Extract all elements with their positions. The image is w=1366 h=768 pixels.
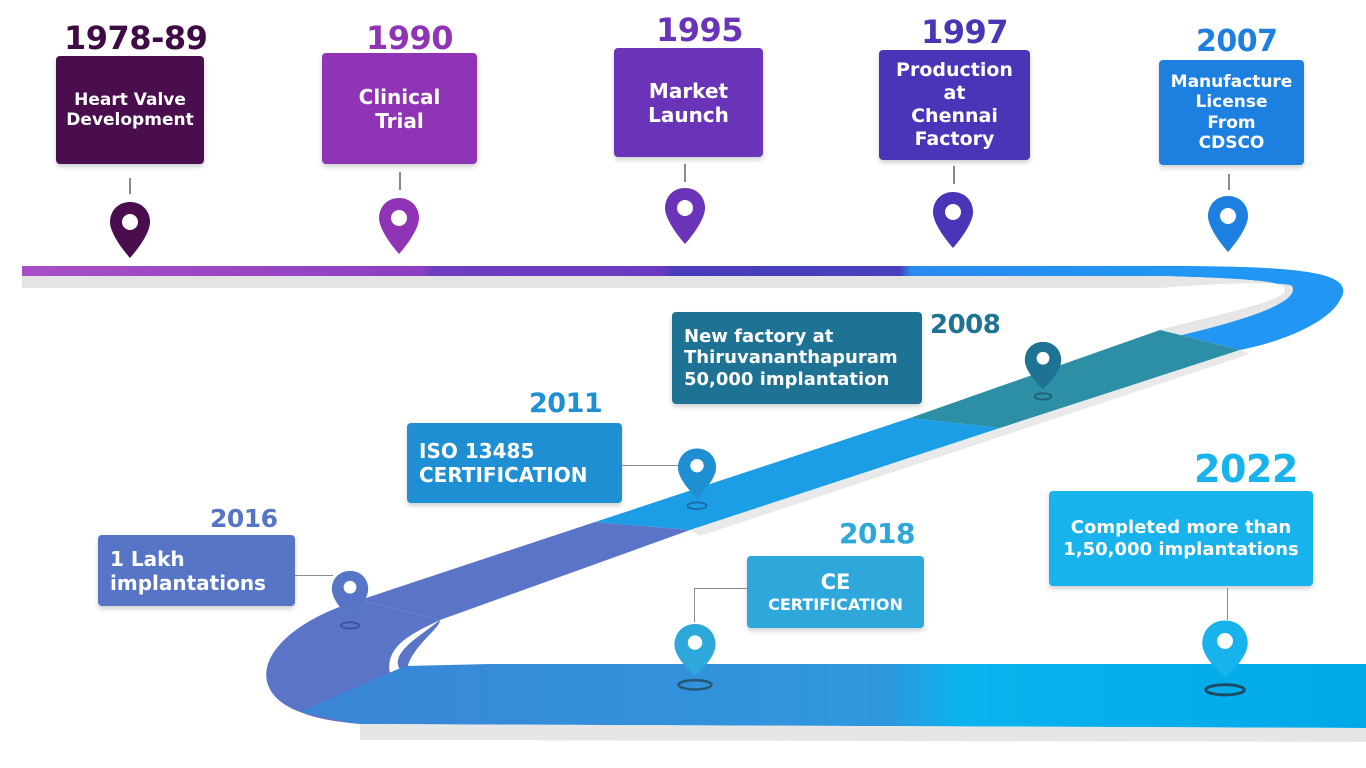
milestone-box-2008: New factory at Thiruvananthapuram 50,000…: [672, 312, 922, 404]
location-pin-icon: [1202, 620, 1248, 697]
location-pin-icon: [110, 202, 150, 258]
milestone-box-1995: Market Launch: [614, 48, 763, 157]
road-top-shadow: [22, 276, 1162, 288]
connector-1995: [684, 164, 686, 182]
location-pin-icon: [665, 188, 705, 244]
connector-2018-h: [695, 588, 747, 589]
milestone-box-1997: Production at Chennai Factory: [879, 50, 1030, 160]
year-2011: 2011: [529, 388, 603, 419]
milestone-box-2016: 1 Lakh implantations: [98, 535, 295, 606]
connector-1978-89: [129, 178, 131, 194]
location-pin-icon: [331, 570, 369, 630]
milestone-box-2022: Completed more than 1,50,000 implantatio…: [1049, 491, 1313, 586]
milestone-box-2007: Manufacture License From CDSCO: [1159, 60, 1304, 165]
location-pin-icon: [933, 192, 973, 248]
road-top: [22, 266, 1162, 276]
certification-label: CERTIFICATION: [768, 595, 903, 614]
year-1997: 1997: [921, 13, 1009, 51]
connector-1997: [953, 166, 955, 184]
milestone-box-1990: Clinical Trial: [322, 53, 477, 164]
connector-1990: [399, 172, 401, 190]
year-2007: 2007: [1196, 24, 1278, 59]
connector-2018-v: [694, 588, 695, 622]
connector-2016: [295, 575, 333, 576]
year-1995: 1995: [656, 11, 744, 49]
location-pin-icon: [677, 448, 717, 511]
connector-2022: [1227, 588, 1228, 620]
milestone-box-1978-89: Heart Valve Development: [56, 56, 204, 164]
year-1990: 1990: [366, 19, 454, 57]
location-pin-icon: [379, 198, 419, 254]
year-2022: 2022: [1194, 447, 1298, 491]
year-2018: 2018: [839, 517, 915, 550]
location-pin-icon: [1208, 196, 1248, 252]
road-diagonal-indigo: [360, 522, 690, 620]
ce-label: CE: [820, 569, 851, 594]
year-1978-89: 1978-89: [64, 19, 208, 57]
milestone-box-2011: ISO 13485 CERTIFICATION: [407, 423, 622, 503]
road-diagonal-blue: [595, 418, 1000, 530]
year-2016: 2016: [210, 504, 278, 533]
year-2008: 2008: [930, 310, 1001, 340]
connector-2011: [622, 465, 678, 466]
road-diagonal-teal: [910, 330, 1240, 428]
road-bottom: [300, 664, 1366, 728]
connector-2007: [1228, 174, 1230, 190]
location-pin-icon: [674, 624, 716, 691]
milestone-box-2018: CE CERTIFICATION: [747, 556, 924, 628]
location-pin-icon: [1024, 341, 1062, 401]
